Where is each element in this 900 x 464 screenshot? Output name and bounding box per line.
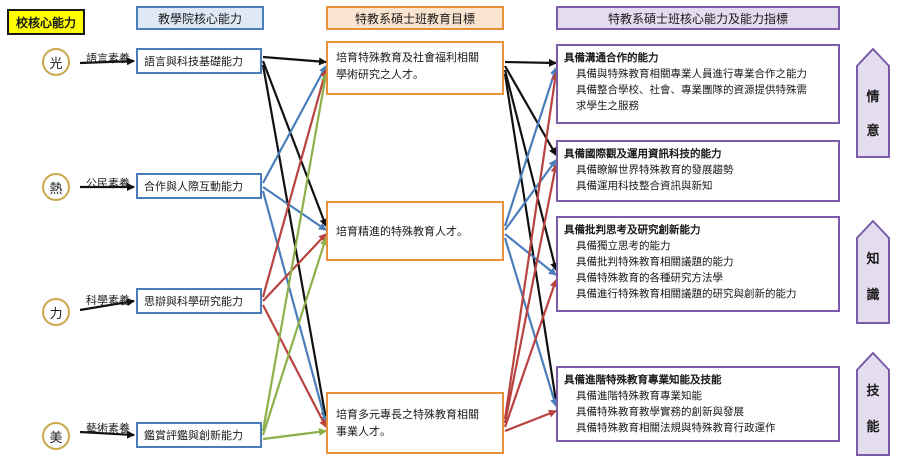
ability-3-item-3: 具備特殊教育的各種研究方法學: [576, 272, 723, 284]
goals-header: 特教系碩士班教育目標: [326, 6, 504, 30]
connector-22: [504, 159, 557, 231]
school-core-circle-3: 力: [42, 298, 70, 326]
ability-4-item-1: 具備進階特殊教育專業知能: [576, 390, 702, 402]
ability-3-item-1: 具備獨立思考的能力: [576, 240, 671, 252]
school-literacy-2: 公民素養: [86, 177, 130, 190]
college-core-box-3: 思辯與科學研究能力: [136, 288, 262, 314]
connector-16: [262, 427, 327, 441]
ability-box-3: 具備批判思考及研究創新能力 具備獨立思考的能力 具備批判特殊教育相關議題的能力 …: [556, 216, 840, 312]
school-core-header: 校核心能力: [7, 9, 85, 35]
school-core-circle-2: 熱: [42, 173, 70, 201]
connector-27: [503, 279, 558, 428]
connector-7: [261, 64, 329, 420]
connector-14: [261, 73, 329, 432]
connector-18: [504, 65, 557, 156]
goal-3-line-1: 培育多元專長之特殊教育相關: [336, 408, 479, 421]
school-literacy-3: 科學素養: [86, 294, 130, 307]
domain-skill-char-2: 能: [866, 420, 880, 435]
college-core-header: 教學院核心能力: [136, 6, 264, 30]
domain-skill-char-1: 技: [866, 384, 880, 399]
connector-24: [503, 237, 558, 407]
goal-1-line-2: 學術研究之人才。: [336, 68, 424, 81]
ability-3-item-2: 具備批判特殊教育相關議題的能力: [576, 256, 734, 268]
domain-knowledge-char-2: 識: [866, 288, 880, 303]
domain-affective: 情 意: [856, 48, 890, 158]
connector-20: [503, 73, 559, 402]
connector-4: [79, 430, 135, 439]
ability-box-1: 具備溝通合作的能力 具備與特殊教育相關專業人員進行專業合作之能力 具備整合學校、…: [556, 44, 840, 124]
school-literacy-1: 語言素養: [86, 52, 130, 65]
connector-1: [79, 57, 135, 66]
domain-affective-char-2: 意: [866, 124, 880, 139]
connector-19: [503, 69, 559, 271]
ability-1-title: 具備溝通合作的能力: [564, 52, 659, 64]
ability-4-item-2: 具備特殊教育教學實務的創新與發展: [576, 406, 744, 418]
domain-knowledge-char-1: 知: [866, 252, 880, 267]
connector-3: [79, 298, 135, 312]
ability-1-item-1: 具備與特殊教育相關專業人員進行專業合作之能力: [576, 68, 807, 80]
college-core-box-1: 語言與科技基礎能力: [136, 48, 262, 74]
goal-box-1: 培育特殊教育及社會福利相關 學術研究之人才。: [326, 41, 504, 95]
connector-17: [504, 58, 557, 67]
ability-3-title: 具備批判思考及研究創新能力: [564, 224, 701, 236]
ability-2-title: 具備國際觀及運用資訊科技的能力: [564, 148, 722, 160]
domain-skill: 技 能: [856, 352, 890, 456]
connector-15: [261, 237, 328, 436]
college-core-box-4: 鑑賞評鑑與創新能力: [136, 422, 262, 448]
goal-3-line-2: 事業人才。: [336, 425, 391, 438]
goal-1-line-1: 培育特殊教育及社會福利相關: [336, 51, 479, 64]
connector-23: [504, 233, 557, 276]
connector-12: [262, 233, 327, 302]
ability-box-2: 具備國際觀及運用資訊科技的能力 具備瞭解世界特殊教育的發展趨勢 具備運用科技整合…: [556, 140, 840, 202]
connector-26: [503, 164, 559, 424]
goal-2-line-1: 培育精進的特殊教育人才。: [336, 225, 468, 238]
connector-13: [262, 304, 327, 428]
ability-2-item-1: 具備瞭解世界特殊教育的發展趨勢: [576, 164, 734, 176]
school-core-circle-1: 光: [42, 48, 70, 76]
domain-knowledge: 知 識: [856, 220, 890, 324]
connector-6: [261, 60, 328, 227]
connector-25: [503, 72, 559, 420]
ability-box-4: 具備進階特殊教育專業知能及技能 具備進階特殊教育專業知能 具備特殊教育教學實務的…: [556, 366, 840, 442]
connector-8: [262, 65, 327, 184]
goal-box-2: 培育精進的特殊教育人才。: [326, 201, 504, 261]
ability-2-item-2: 具備運用科技整合資訊與新知: [576, 180, 713, 192]
connector-9: [262, 186, 327, 231]
goal-box-3: 培育多元專長之特殊教育相關 事業人才。: [326, 392, 504, 454]
school-literacy-4: 藝術素養: [86, 422, 130, 435]
college-core-box-2: 合作與人際互動能力: [136, 173, 262, 199]
ability-4-title: 具備進階特殊教育專業知能及技能: [564, 374, 722, 386]
ability-4-item-3: 具備特殊教育相關法規與特殊教育行政運作: [576, 422, 776, 434]
connector-10: [261, 190, 329, 424]
connector-5: [262, 55, 327, 66]
abilities-header: 特教系碩士班核心能力及能力指標: [556, 6, 840, 30]
connector-11: [261, 69, 328, 298]
ability-1-item-3: 求學生之服務: [576, 100, 639, 112]
ability-3-item-4: 具備進行特殊教育相關議題的研究與創新的能力: [576, 288, 797, 300]
domain-affective-char-1: 情: [866, 90, 880, 105]
school-core-circle-4: 美: [42, 422, 70, 450]
connector-28: [504, 409, 557, 433]
ability-1-item-2: 具備整合學校、社會、專業團隊的資源提供特殊需: [576, 84, 807, 96]
connector-21: [503, 67, 558, 227]
